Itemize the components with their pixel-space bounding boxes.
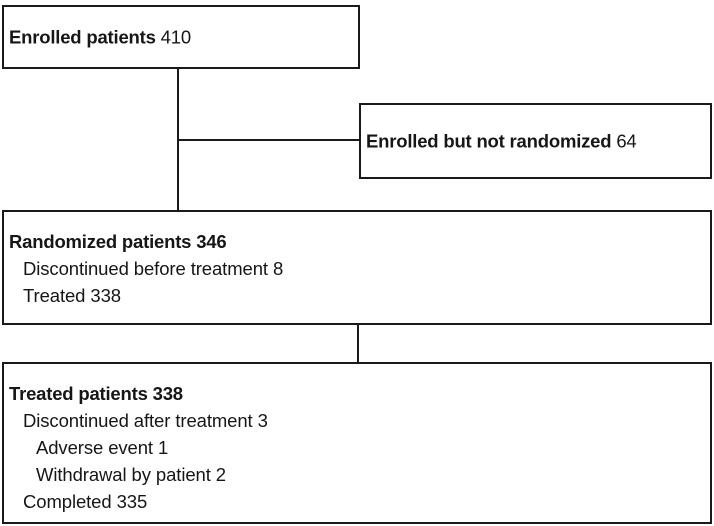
node-treated-patients-subline-2: Withdrawal by patient 2 (36, 464, 226, 485)
node-enrolled-patients-value: 410 (160, 26, 191, 48)
connector-randomized-to-treated (357, 323, 359, 364)
node-randomized-patients-content: Randomized patients 346 Discontinued bef… (9, 212, 706, 309)
node-randomized-patients-subline-1: Treated 338 (23, 285, 121, 306)
node-treated-patients-content: Treated patients 338 Discontinued after … (9, 364, 706, 515)
node-enrolled-but-not-randomized-value: 64 (616, 130, 637, 152)
node-treated-patients-heading: Treated patients 338 (9, 383, 183, 404)
connector-enrolled-to-not-randomized (177, 139, 361, 141)
node-treated-patients-subline-3: Completed 335 (23, 491, 148, 512)
node-treated-patients-subline-1: Adverse event 1 (36, 437, 169, 458)
node-treated-patients: Treated patients 338 Discontinued after … (2, 362, 712, 524)
node-treated-patients-subline-0: Discontinued after treatment 3 (23, 410, 268, 431)
node-enrolled-patients-content: Enrolled patients 410 (9, 24, 354, 51)
node-enrolled-but-not-randomized-content: Enrolled but not randomized 64 (366, 128, 706, 155)
node-enrolled-patients: Enrolled patients 410 (2, 5, 360, 69)
node-randomized-patients-subline-0: Discontinued before treatment 8 (23, 258, 284, 279)
node-enrolled-patients-heading: Enrolled patients 410 (9, 26, 191, 48)
node-randomized-patients-heading: Randomized patients 346 (9, 231, 227, 252)
node-enrolled-but-not-randomized: Enrolled but not randomized 64 (359, 103, 712, 179)
node-randomized-patients: Randomized patients 346 Discontinued bef… (2, 210, 712, 325)
node-enrolled-but-not-randomized-heading: Enrolled but not randomized 64 (366, 130, 637, 152)
